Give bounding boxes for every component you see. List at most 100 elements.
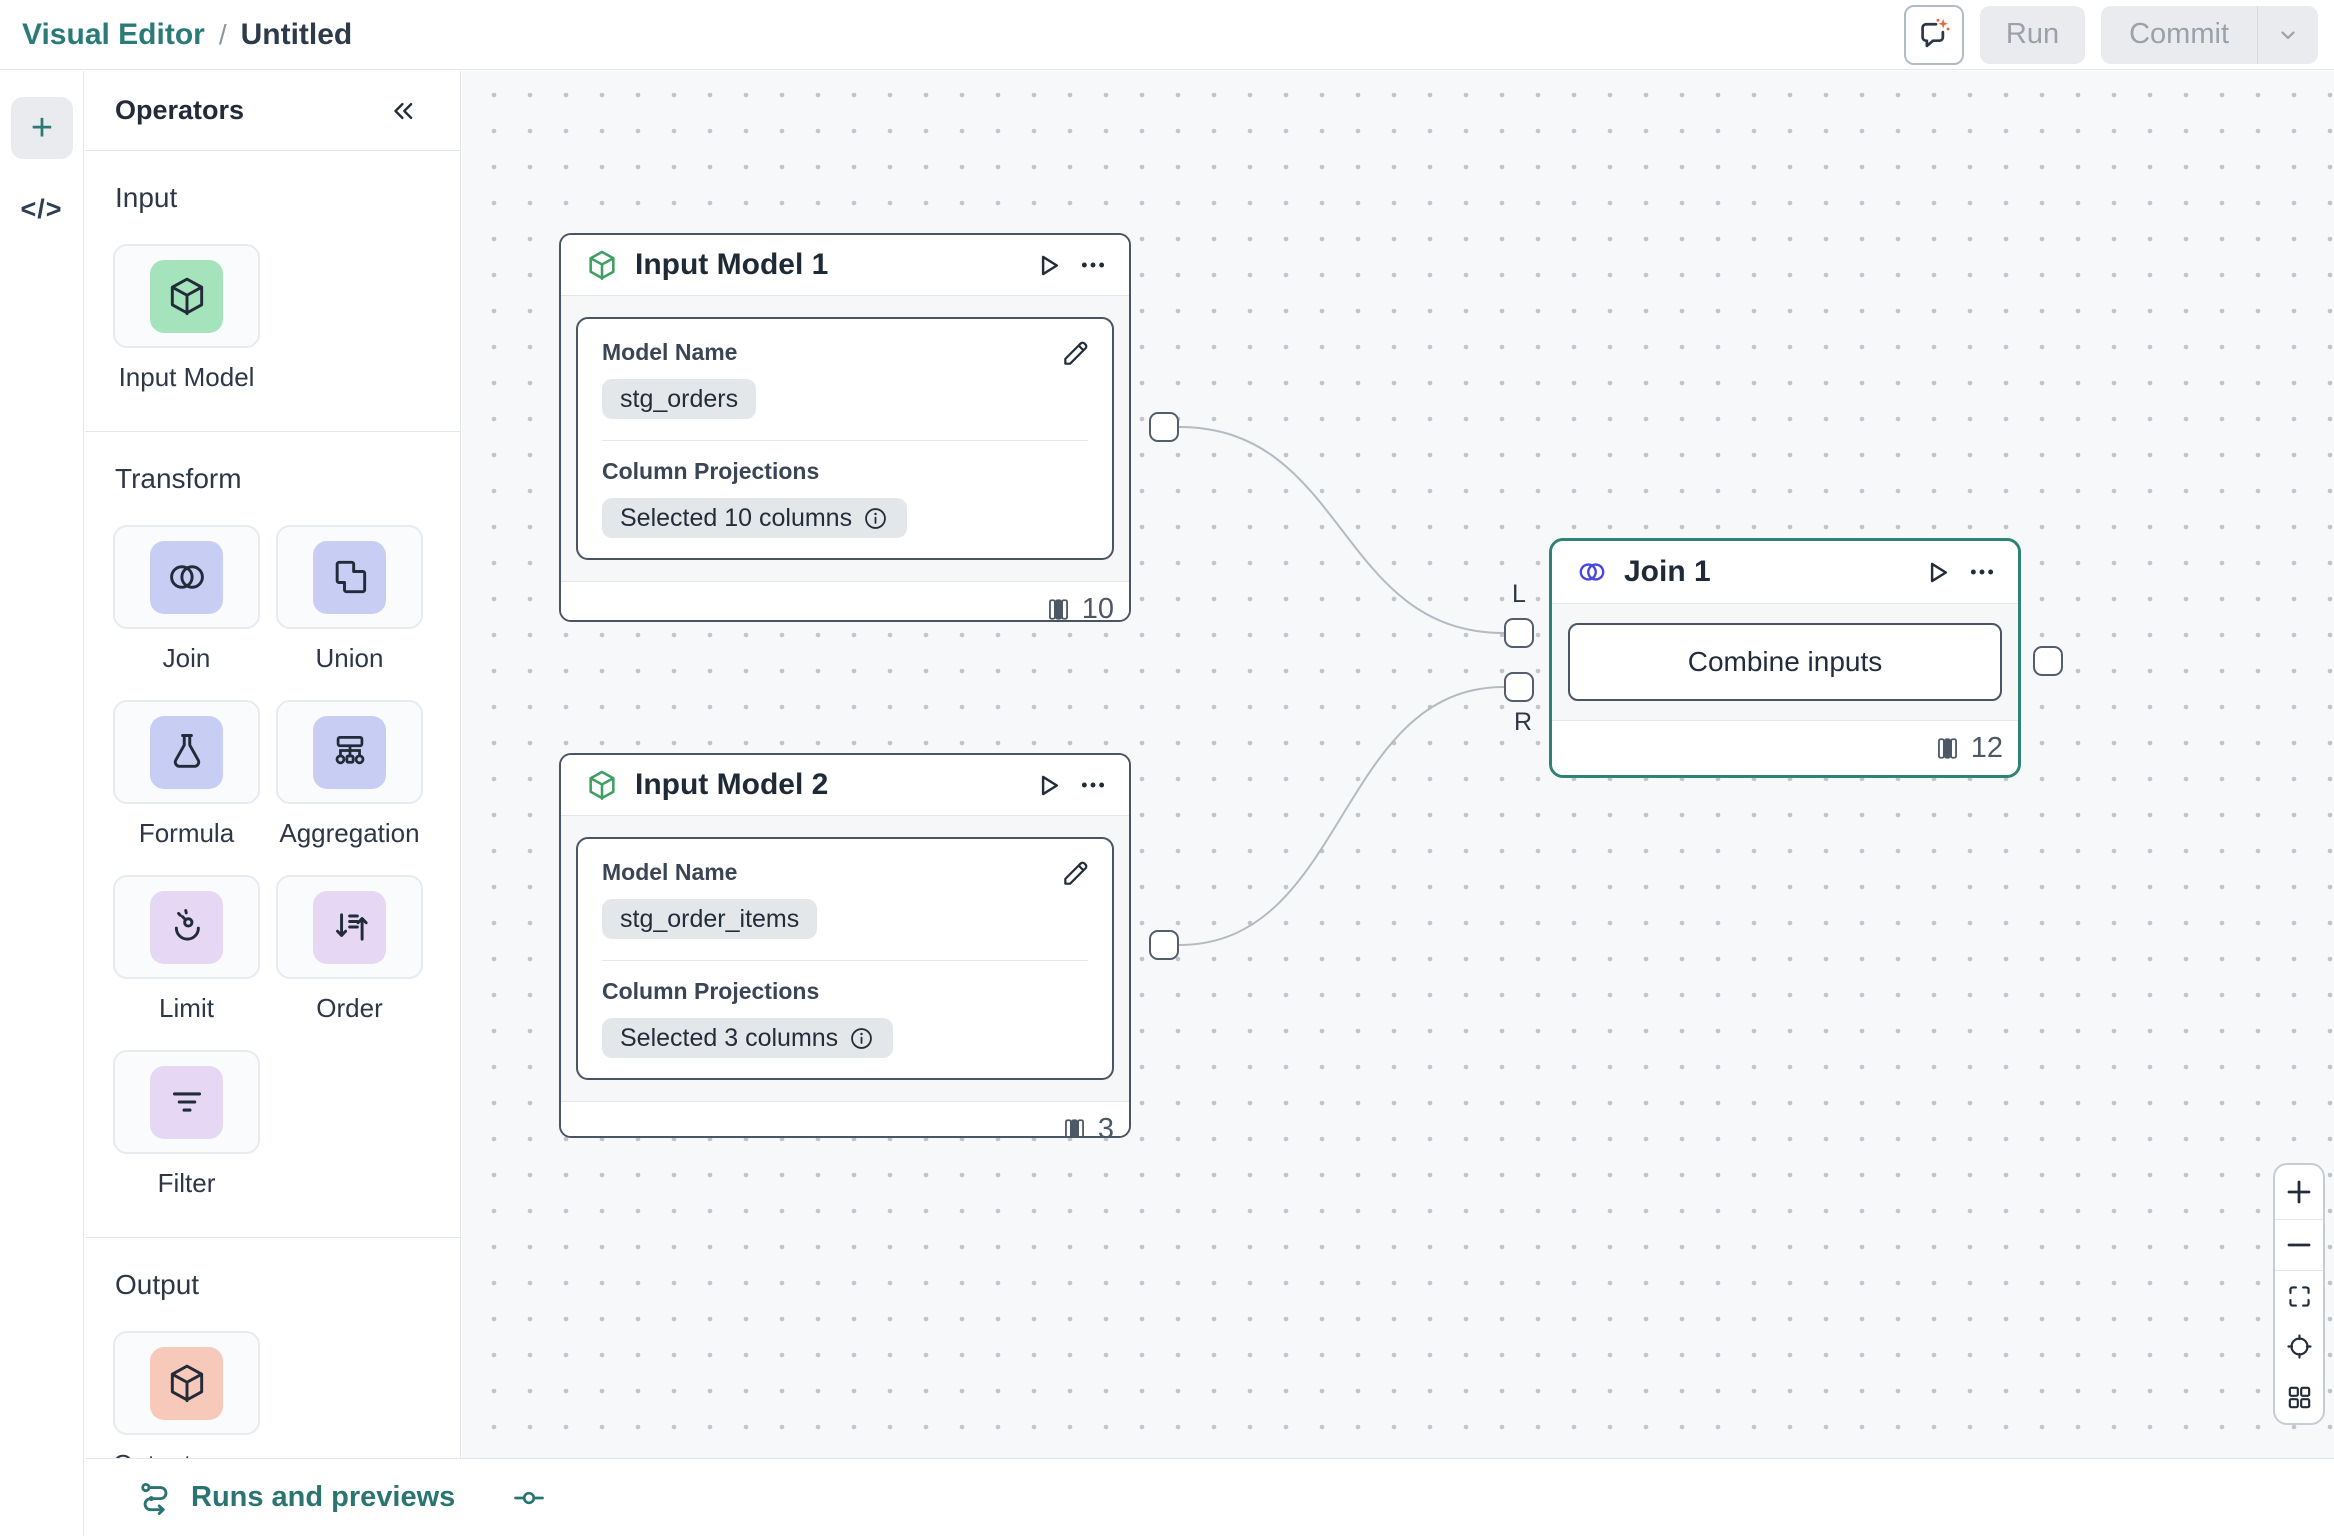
aggregation-tree-icon: [313, 715, 386, 789]
operator-label: Output Model: [113, 1449, 260, 1458]
section-divider: [85, 431, 460, 432]
operator-label: Aggregation: [279, 818, 420, 848]
output-operator-grid: Output Model: [113, 1331, 432, 1458]
section-divider: [85, 1237, 460, 1238]
right-port-label: R: [1513, 708, 1533, 736]
operator-limit[interactable]: Limit: [113, 875, 260, 1024]
plus-icon: +: [30, 107, 54, 149]
node-input-model-2[interactable]: Input Model 2 Model Name stg_order_items: [559, 753, 1131, 1138]
runs-and-previews-label: Runs and previews: [191, 1481, 456, 1513]
operator-card: [113, 244, 260, 348]
operator-label: Limit: [159, 993, 214, 1023]
node-input-model-1[interactable]: Input Model 1 Model Name stg_orders: [559, 233, 1131, 622]
operator-formula[interactable]: Formula: [113, 700, 260, 849]
section-label-transform: Transform: [115, 463, 242, 494]
code-icon: </>: [20, 193, 63, 224]
edit-model-name-button[interactable]: [1059, 337, 1092, 370]
join-right-input-port[interactable]: [1504, 672, 1534, 702]
operator-label: Filter: [157, 1168, 216, 1198]
column-projections-value[interactable]: Selected 3 columns: [602, 1018, 894, 1058]
commit-dropdown-button[interactable]: [2257, 5, 2318, 64]
node-footer: 3: [561, 1101, 1129, 1136]
node-header: Input Model 1: [561, 235, 1129, 296]
info-icon[interactable]: [862, 505, 889, 532]
minimap-button[interactable]: [2275, 1372, 2323, 1423]
node-title: Input Model 1: [635, 248, 829, 281]
operators-panel-title: Operators: [115, 95, 245, 125]
join-circles-icon: [1576, 556, 1608, 588]
join-circles-icon: [150, 540, 223, 614]
node-run-button[interactable]: [1032, 770, 1063, 801]
chat-sparkles-icon: [1915, 16, 1953, 54]
config-divider: [602, 440, 1088, 441]
add-operator-button[interactable]: +: [11, 97, 73, 159]
collapse-panel-button[interactable]: [388, 96, 418, 126]
left-port-label: L: [1512, 580, 1526, 608]
operators-panel: Operators Input Input Model: [85, 71, 461, 1458]
input-operator-grid: Input Model: [113, 244, 432, 393]
join-output-port[interactable]: [2033, 646, 2063, 676]
model-name-label: Model Name: [602, 859, 738, 885]
run-button[interactable]: Run: [1979, 5, 2086, 64]
flask-icon: [150, 715, 223, 789]
edit-model-name-button[interactable]: [1059, 857, 1092, 890]
node-run-button[interactable]: [1921, 557, 1952, 588]
code-view-button[interactable]: </>: [0, 187, 83, 231]
operator-union[interactable]: Union: [276, 525, 423, 674]
crosshair-icon: [2285, 1332, 2314, 1361]
app-bar: Visual Editor / Untitled Run Commit: [0, 0, 2334, 70]
join-left-input-port[interactable]: [1504, 618, 1534, 648]
node-header: Input Model 2: [561, 755, 1129, 816]
model-name-value[interactable]: stg_orders: [602, 379, 757, 419]
info-icon[interactable]: [848, 1025, 875, 1052]
cube-icon: [585, 248, 619, 282]
combine-inputs-button[interactable]: Combine inputs: [1568, 623, 2002, 701]
node-body: Model Name stg_orders Column Projections…: [561, 296, 1129, 581]
operator-aggregation[interactable]: Aggregation: [276, 700, 423, 849]
output-port-input-model-1[interactable]: [1149, 412, 1179, 442]
projections-text: Selected 3 columns: [620, 1023, 839, 1052]
play-icon: [1032, 770, 1063, 801]
operator-input-model[interactable]: Input Model: [113, 244, 260, 393]
ai-assistant-button[interactable]: [1903, 4, 1964, 65]
node-menu-button[interactable]: [1968, 558, 1996, 586]
model-name-text: stg_order_items: [620, 904, 800, 933]
operators-panel-header: Operators: [85, 71, 460, 151]
columns-icon: [1061, 1116, 1088, 1136]
zoom-out-button[interactable]: [2275, 1219, 2323, 1270]
model-name-label: Model Name: [602, 339, 738, 365]
transform-operator-grid: Join Union Formula: [113, 525, 432, 1199]
breadcrumb-separator: /: [218, 18, 227, 50]
breadcrumb-app-link[interactable]: Visual Editor: [22, 17, 205, 51]
flow-canvas[interactable]: Input Model 1 Model Name stg_orders: [462, 71, 2334, 1458]
locate-button[interactable]: [2275, 1321, 2323, 1372]
model-name-value[interactable]: stg_order_items: [602, 899, 818, 939]
filter-lines-icon: [150, 1065, 223, 1139]
canvas-zoom-toolbar: [2273, 1163, 2325, 1425]
node-run-button[interactable]: [1032, 250, 1063, 281]
node-menu-button[interactable]: [1079, 771, 1107, 799]
projections-text: Selected 10 columns: [620, 503, 853, 532]
zoom-in-button[interactable]: [2275, 1165, 2323, 1219]
column-projections-value[interactable]: Selected 10 columns: [602, 498, 908, 538]
node-join-1[interactable]: Join 1 Combine inputs 12: [1549, 538, 2021, 778]
operator-filter[interactable]: Filter: [113, 1050, 260, 1199]
runs-and-previews-button[interactable]: Runs and previews: [131, 1478, 461, 1518]
output-port-input-model-2[interactable]: [1149, 930, 1179, 960]
node-title: Input Model 2: [635, 768, 829, 801]
operator-output-model[interactable]: Output Model: [113, 1331, 260, 1458]
node-menu-button[interactable]: [1079, 251, 1107, 279]
commit-split-button: Commit: [2101, 5, 2318, 64]
node-config-card: Model Name stg_order_items Column Projec…: [576, 837, 1114, 1080]
operator-card: [113, 875, 260, 979]
pencil-icon: [1059, 337, 1092, 370]
operator-join[interactable]: Join: [113, 525, 260, 674]
node-footer: 12: [1552, 720, 2018, 775]
commit-button[interactable]: Commit: [2129, 18, 2229, 50]
column-projections-label: Column Projections: [602, 458, 820, 484]
commit-node-button[interactable]: [505, 1479, 553, 1517]
minus-icon: [2283, 1229, 2315, 1261]
operator-order[interactable]: Order: [276, 875, 423, 1024]
fit-view-button[interactable]: [2275, 1270, 2323, 1321]
breadcrumb-document-title[interactable]: Untitled: [240, 17, 353, 51]
